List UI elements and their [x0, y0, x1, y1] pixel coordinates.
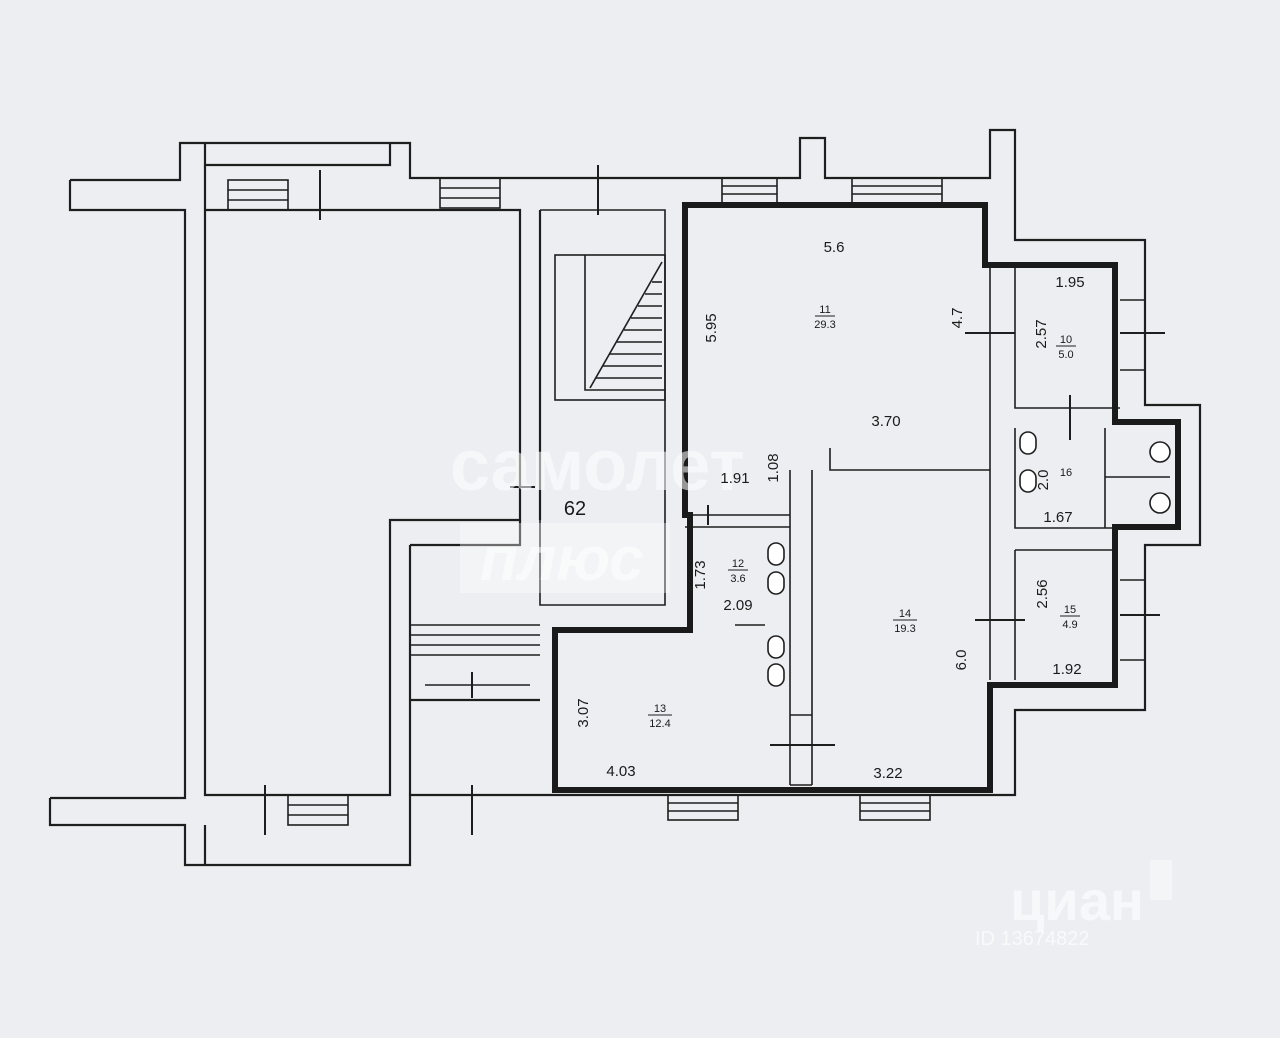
- dim-r14-bottom: 3.22: [873, 765, 902, 782]
- svg-text:13: 13: [654, 703, 666, 715]
- svg-text:5.0: 5.0: [1058, 349, 1073, 361]
- stair-label: 62: [564, 498, 586, 520]
- svg-text:11: 11: [819, 304, 830, 316]
- svg-text:16: 16: [1060, 467, 1072, 479]
- svg-text:15: 15: [1064, 604, 1076, 616]
- brand-watermark-line2: плюс: [480, 525, 644, 594]
- room-13-label: 13 12.4: [648, 703, 672, 730]
- dim-corridor-gap: 1.08: [765, 453, 782, 482]
- cian-id-watermark: ID 13674822: [975, 928, 1090, 950]
- dim-r15-bottom: 1.92: [1052, 661, 1081, 678]
- dim-r14-right: 6.0: [953, 650, 970, 671]
- svg-text:4.9: 4.9: [1062, 619, 1077, 631]
- cian-logo-watermark: циан: [1010, 869, 1144, 932]
- dim-r10-left: 2.57: [1033, 319, 1050, 348]
- dim-r11-top: 5.6: [824, 239, 845, 256]
- unit-outline: [552, 202, 1181, 793]
- svg-text:29.3: 29.3: [814, 319, 835, 331]
- toilet-fixtures: [767, 431, 1171, 687]
- brand-watermark-badge: [460, 523, 670, 593]
- internal-walls: [685, 262, 1170, 786]
- svg-text:3.6: 3.6: [730, 573, 745, 585]
- windows: [227, 177, 1145, 826]
- room-14-label: 14 19.3: [893, 608, 917, 635]
- dim-r11-bottom: 3.70: [871, 413, 900, 430]
- dim-r12-left: 1.73: [692, 560, 709, 589]
- dim-r11-left: 5.95: [703, 313, 720, 342]
- dim-r15-left: 2.56: [1034, 579, 1051, 608]
- room-12-label: 12 3.6: [728, 558, 748, 585]
- dim-r16-bottom: 1.67: [1043, 509, 1072, 526]
- dim-r11-right: 4.7: [949, 308, 966, 329]
- svg-text:14: 14: [899, 608, 911, 620]
- room-11-label: 11 29.3: [814, 304, 835, 331]
- svg-text:19.3: 19.3: [894, 623, 915, 635]
- room-10-label: 10 5.0: [1056, 334, 1076, 361]
- dim-r16-left: 2.0: [1035, 470, 1052, 491]
- door-ticks: [264, 165, 1165, 835]
- staircase: [554, 254, 666, 401]
- svg-text:12: 12: [732, 558, 744, 570]
- dim-r13-bottom: 4.03: [606, 763, 635, 780]
- room-15-label: 15 4.9: [1060, 604, 1080, 631]
- cian-logo-mark: [1150, 860, 1172, 900]
- dim-r10-top: 1.95: [1055, 274, 1084, 291]
- room-16-label: 16: [1060, 467, 1072, 479]
- dim-r13-left: 3.07: [575, 698, 592, 727]
- svg-text:12.4: 12.4: [649, 718, 670, 730]
- lower-stair: [410, 624, 540, 698]
- dim-corridor-width: 1.91: [720, 470, 749, 487]
- brand-watermark-line1: самолет: [450, 426, 745, 506]
- svg-text:10: 10: [1060, 334, 1072, 346]
- dim-r12-bottom: 2.09: [723, 597, 752, 614]
